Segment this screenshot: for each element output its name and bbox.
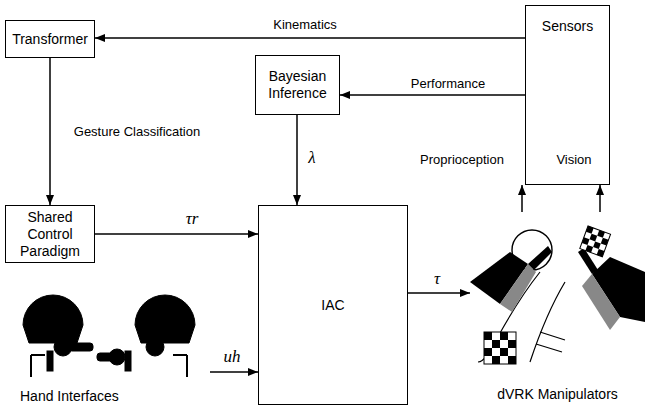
edge-label: Kinematics — [271, 18, 339, 33]
illustration-caption: dVRK Manipulators — [497, 386, 618, 403]
flow-arrow — [95, 233, 258, 235]
flow-arrow — [296, 115, 298, 205]
dvrk-manipulators-illustration — [470, 212, 645, 405]
hand-interfaces: Hand Interfaces — [5, 285, 210, 407]
process-box: Bayesian Inference — [255, 55, 340, 115]
flow-arrow — [599, 185, 601, 212]
flow-arrow — [210, 371, 258, 373]
flow-arrow — [408, 292, 470, 294]
edge-label: Vision — [554, 153, 593, 168]
dvrk-manipulators: dVRK Manipulators — [470, 212, 645, 405]
process-box: Shared Control Paradigm — [5, 205, 95, 263]
flow-arrow — [95, 37, 525, 39]
signal-symbol: λ — [306, 148, 317, 168]
box-label: Bayesian Inference — [260, 68, 335, 102]
edge-label: Proprioception — [418, 153, 506, 168]
signal-symbol: τ — [432, 269, 442, 289]
box-label: Transformer — [12, 31, 88, 48]
signal-symbol: τr — [184, 209, 201, 229]
box-label: IAC — [321, 297, 344, 314]
box-label: Shared Control Paradigm — [10, 209, 90, 259]
flow-arrow — [340, 94, 525, 96]
illustration-caption: Hand Interfaces — [20, 388, 119, 405]
edge-label: Gesture Classification — [72, 125, 202, 140]
controller-box: IAC — [258, 205, 408, 405]
box-label: Sensors — [542, 18, 593, 35]
flow-arrow — [521, 185, 523, 212]
flow-arrow — [49, 58, 51, 205]
edge-label: Performance — [409, 77, 487, 92]
signal-symbol: uh — [222, 347, 243, 367]
process-box: Transformer — [5, 20, 95, 58]
